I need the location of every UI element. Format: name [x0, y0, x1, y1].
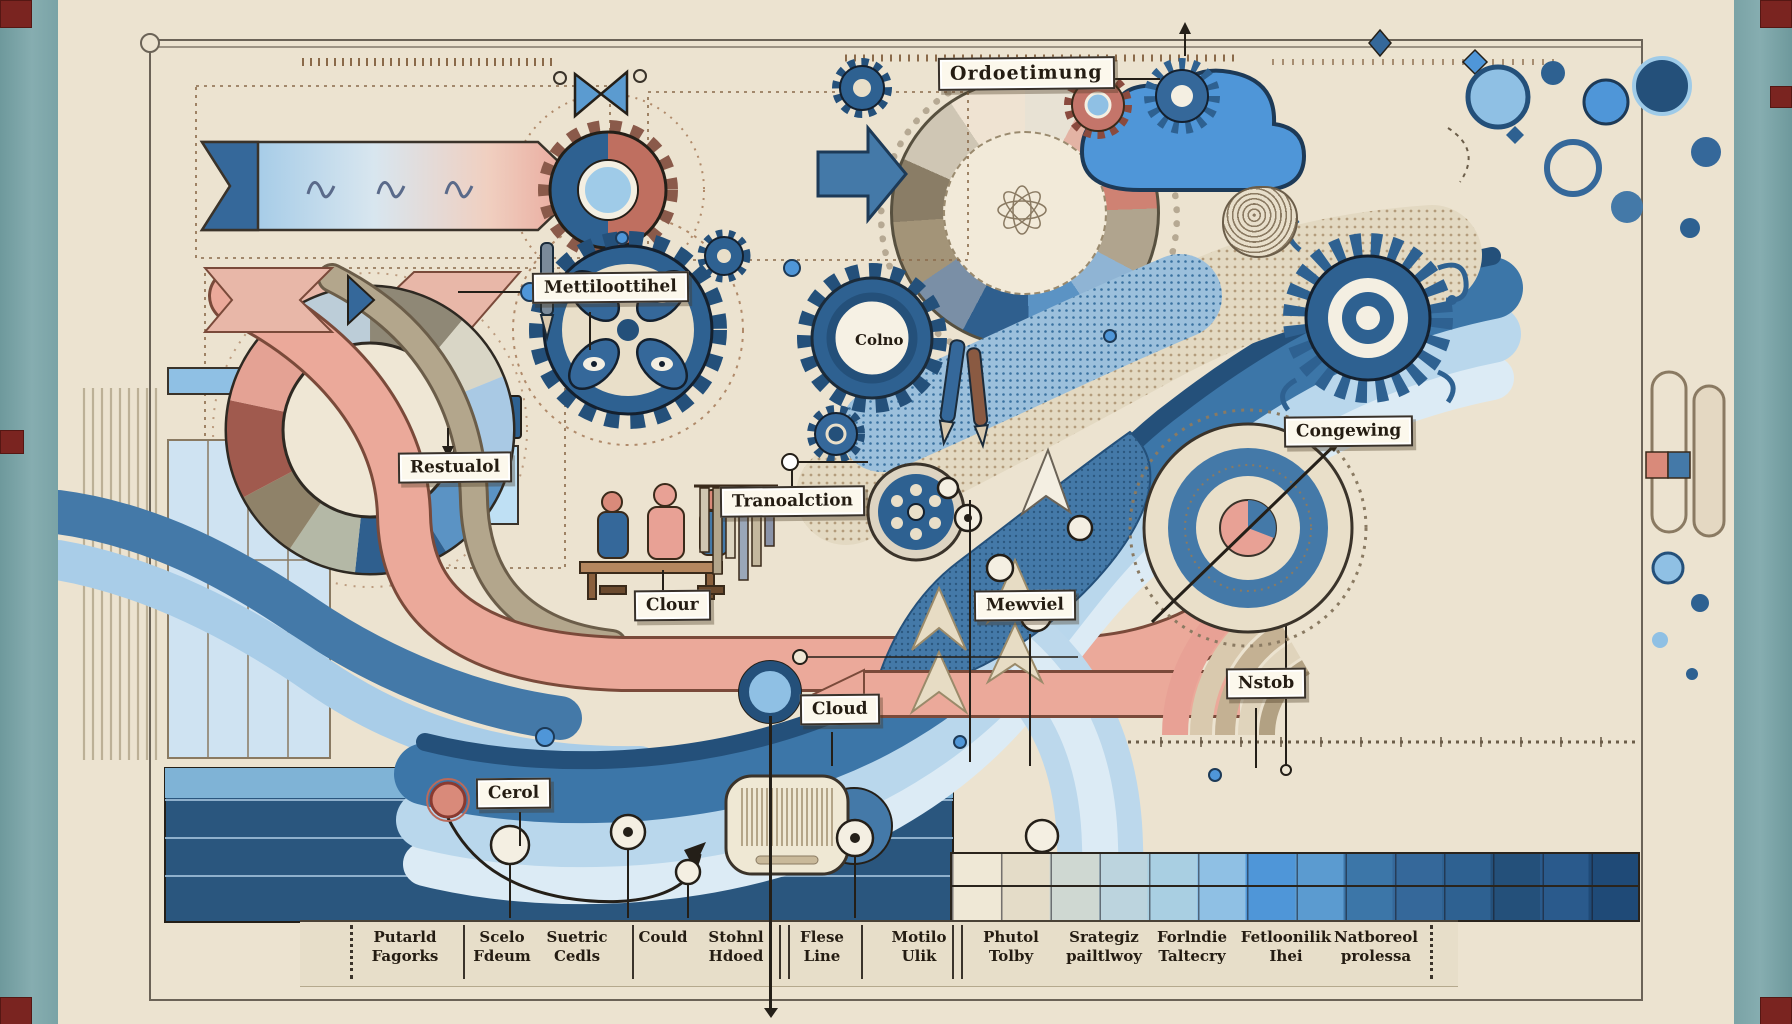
- flower-gear: [529, 231, 727, 429]
- left-teal-band: [0, 0, 58, 1024]
- axis-separator: [463, 925, 465, 979]
- pearl-nodes: [489, 476, 1094, 886]
- callout-mewviel: Mewviel: [973, 589, 1077, 622]
- target-bullseye: [1128, 408, 1368, 648]
- wheel-flower-sketch: [997, 185, 1047, 235]
- callout-cerol: Cerol: [475, 777, 552, 810]
- plumb-node: [738, 660, 802, 724]
- banner-arrow: [199, 140, 586, 232]
- callout-mettiloottihel: Mettiloottihel: [531, 271, 689, 304]
- axis-separator: [952, 925, 954, 979]
- sun-spiral-gear: [1280, 218, 1469, 412]
- axis-separator: [632, 925, 634, 979]
- gradient-row-top: [952, 854, 1638, 887]
- callout-stems: [442, 78, 1257, 846]
- axis-separator: [788, 925, 790, 979]
- corner-square: [0, 0, 32, 28]
- axis-label-strip: [300, 920, 1458, 987]
- small-gears: [697, 58, 1220, 463]
- callout-congewing: Congewing: [1283, 415, 1414, 448]
- callout-tranoalction: Tranoalction: [719, 485, 866, 518]
- right-arrow-icon: [816, 123, 908, 225]
- scatter-dots: [535, 231, 1222, 782]
- people-at-table: [579, 483, 729, 600]
- callout-clour: Clour: [633, 589, 711, 622]
- fingerprint-blob: [1222, 186, 1298, 258]
- right-teal-band: [1734, 0, 1792, 1024]
- axis-separator: [861, 925, 863, 979]
- gradient-row-bottom: [952, 887, 1638, 920]
- axis-separator: [961, 925, 963, 979]
- plumb-line: [764, 716, 778, 1018]
- corner-square: [0, 997, 32, 1024]
- corner-square: [0, 430, 24, 454]
- callout-restualol: Restualol: [397, 451, 513, 484]
- callout-cloud: Cloud: [799, 693, 880, 726]
- corner-square: [1770, 86, 1792, 108]
- axis-separator: [779, 925, 781, 979]
- top-right-scatter: [1461, 48, 1721, 238]
- corner-square: [1760, 997, 1792, 1024]
- gradient-timeline-strip: [950, 852, 1640, 922]
- axis-separator: [350, 925, 355, 979]
- right-capsules: [1645, 370, 1726, 680]
- corner-square: [1760, 0, 1792, 28]
- callout-colno: Colno: [855, 331, 904, 349]
- bowtie-flag: [553, 69, 647, 119]
- two-tone-gear: [538, 120, 678, 260]
- axis-separator: [1430, 925, 1435, 979]
- axis-label-4: Could: [638, 928, 688, 946]
- callout-nstob: Nstob: [1225, 667, 1307, 700]
- callout-ordoetimung: Ordoetimung: [937, 56, 1115, 91]
- pennant-flag: [202, 267, 376, 333]
- colno-gear: [797, 263, 947, 413]
